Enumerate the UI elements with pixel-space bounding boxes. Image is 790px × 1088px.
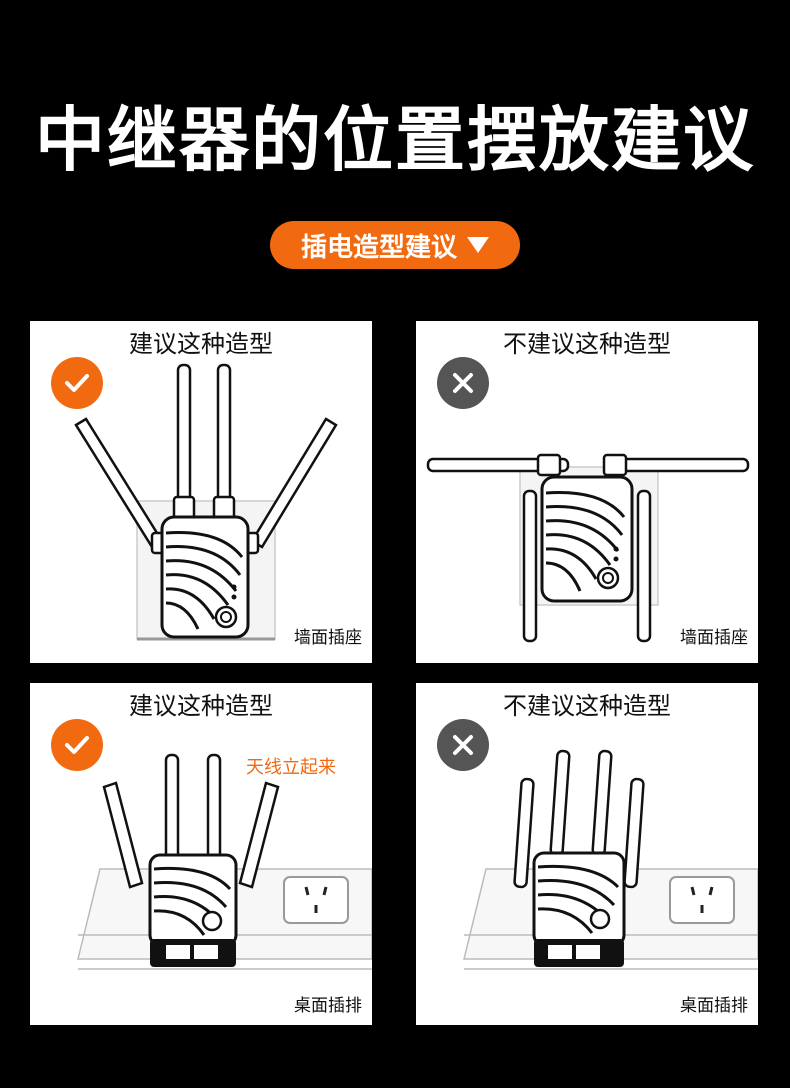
cross-badge (437, 719, 489, 771)
card-caption: 墙面插座 (294, 628, 362, 648)
check-badge (51, 719, 103, 771)
card-title: 建议这种造型 (129, 692, 273, 720)
pill-label: 插电造型建议 (300, 232, 457, 263)
close-icon (453, 735, 473, 755)
card-title: 不建议这种造型 (503, 692, 671, 720)
repeater-strip-tilted-illustration (463, 749, 758, 970)
section-pill: 插电造型建议 (270, 221, 520, 269)
check-badge (51, 357, 103, 409)
card-title: 不建议这种造型 (503, 330, 671, 358)
check-icon (65, 736, 89, 754)
triangle-down-icon (467, 237, 489, 253)
repeater-strip-upright-illustration (77, 753, 372, 970)
page-title: 中继器的位置摆放建议 (35, 99, 755, 181)
card-caption: 桌面插排 (680, 996, 748, 1016)
repeater-wall-flat-illustration (426, 453, 750, 643)
card-strip-recommended: 建议这种造型 天线立起来 桌面插排 (30, 683, 372, 1025)
close-icon (453, 373, 473, 393)
card-strip-not-recommended: 不建议这种造型 桌面插排 (416, 683, 758, 1025)
card-caption: 墙面插座 (680, 628, 748, 648)
card-wall-not-recommended: 不建议这种造型 墙面插座 (416, 321, 758, 663)
repeater-wall-upright-illustration (74, 363, 338, 641)
cross-badge (437, 357, 489, 409)
check-icon (65, 374, 89, 392)
card-wall-recommended: 建议这种造型 墙面插座 (30, 321, 372, 663)
card-title: 建议这种造型 (129, 330, 273, 358)
card-caption: 桌面插排 (294, 996, 362, 1016)
antenna-upright-note: 天线立起来 (246, 757, 336, 778)
